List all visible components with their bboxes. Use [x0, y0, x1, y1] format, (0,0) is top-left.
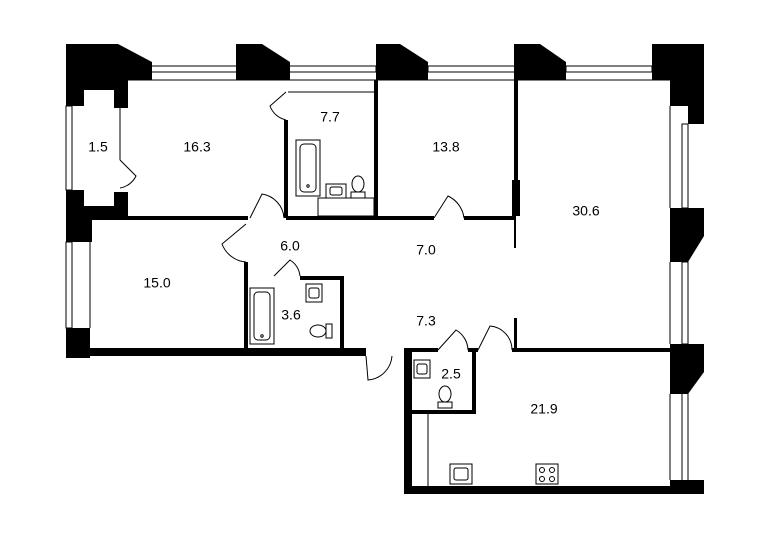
stove-icon [535, 463, 559, 485]
door-balcony [119, 159, 137, 189]
door-bedroom2 [433, 195, 465, 219]
room-area-bedroom-2: 13.8 [432, 139, 459, 155]
window-top-2 [287, 65, 377, 73]
room-area-hall-2: 7.3 [416, 313, 436, 329]
room-labels: 1.5 16.3 7.7 13.8 30.6 6.0 7.0 15.0 3.6 … [88, 109, 600, 417]
wall-v-living-3 [514, 216, 516, 248]
door-bath1 [269, 91, 287, 121]
bath1-counter [317, 197, 375, 217]
pillar-right-mid [670, 208, 704, 262]
wall-v-bath2-right [340, 276, 344, 350]
wall-h-kitchen-top [512, 348, 670, 352]
pillar-top-3 [376, 44, 428, 80]
toilet-icon [309, 323, 333, 339]
pillar-top-2 [236, 44, 290, 80]
sink-icon [413, 359, 431, 379]
room-area-toilet: 2.5 [441, 366, 461, 382]
kitchen-sink-icon [449, 463, 473, 485]
pillar-right-low [670, 344, 704, 394]
window-top-1 [149, 65, 239, 73]
thin-lines [89, 79, 671, 486]
wall-v-bath1-right [374, 80, 378, 218]
wall-h-corridor-1 [286, 216, 434, 220]
toilet-icon [437, 385, 453, 409]
room-area-bedroom-1: 16.3 [183, 139, 210, 155]
wall-v-bed3-right [244, 262, 248, 350]
room-area-bathroom-2: 3.6 [281, 307, 301, 323]
bathtub-icon [249, 287, 275, 345]
door-bath2 [273, 259, 301, 277]
pillar-left-bottom [66, 328, 90, 358]
doors [119, 91, 513, 381]
room-area-living-room: 30.6 [572, 203, 599, 219]
window-left-1 [65, 105, 73, 191]
wall-h-kitchen-bottom [404, 486, 704, 494]
pillar-top-left [66, 44, 152, 108]
sink-icon [325, 183, 347, 199]
wall-bottom-left [90, 348, 366, 356]
wall-v-living-1 [514, 80, 518, 180]
wall-h-toilet-top [404, 348, 438, 352]
walls [66, 44, 704, 494]
room-area-corridor: 7.0 [416, 242, 436, 258]
wall-v-living-4 [514, 318, 517, 350]
wall-v-living-2 [512, 180, 520, 216]
windows [65, 65, 689, 483]
pillar-top-4 [514, 44, 566, 80]
bathtub-icon [295, 139, 321, 197]
wall-h-toilet-bottom [412, 410, 476, 414]
door-toilet [437, 329, 469, 351]
room-area-bathroom-1: 7.7 [320, 109, 340, 125]
fixtures [249, 139, 559, 485]
wall-h-corridor-2 [464, 216, 516, 220]
room-area-bedroom-3: 15.0 [143, 275, 170, 291]
window-top-4 [565, 65, 653, 73]
window-right-1 [681, 123, 689, 209]
room-area-balcony: 1.5 [88, 139, 108, 155]
door-bedroom3 [221, 223, 247, 263]
wall-v-toilet-right [472, 348, 476, 414]
wall-h-bath2-top [300, 276, 344, 280]
room-area-kitchen: 21.9 [530, 401, 557, 417]
toilet-icon [350, 175, 366, 199]
door-entrance [365, 355, 393, 381]
door-kitchen [477, 325, 513, 351]
room-area-hall-1: 6.0 [280, 238, 300, 254]
wall-v-kitchen-left [404, 348, 412, 494]
window-top-3 [427, 65, 517, 73]
window-right-2 [681, 261, 689, 345]
wall-v-bath1-left [284, 120, 288, 218]
window-left-2 [65, 241, 73, 329]
partitions [90, 80, 704, 494]
door-bedroom1 [249, 193, 285, 219]
sink-icon [305, 283, 323, 303]
wall-h-mid-left [92, 216, 248, 220]
pillar-top-right [652, 44, 704, 124]
